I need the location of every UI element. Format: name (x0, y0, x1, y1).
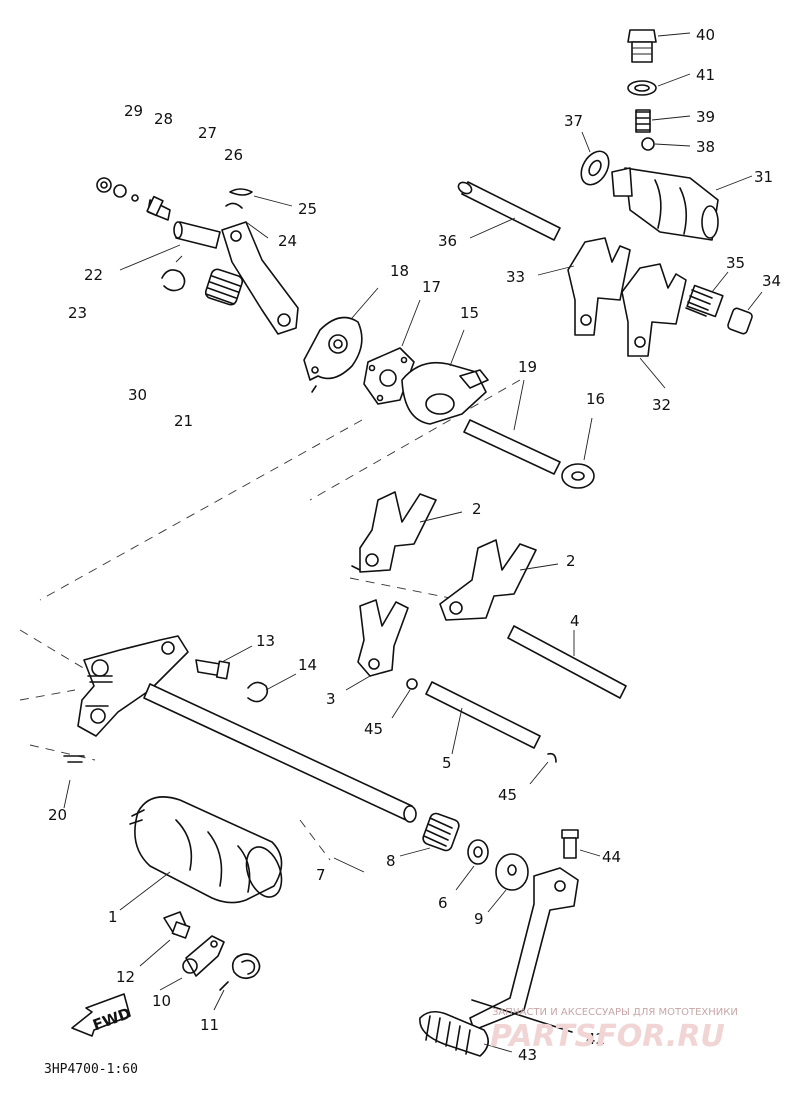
callout-17: 17 (422, 278, 441, 296)
callout-6: 6 (438, 894, 448, 912)
callout-34: 34 (762, 272, 781, 290)
callout-28: 28 (154, 110, 173, 128)
part-10-stopper-lever (159, 935, 225, 991)
part-11-spring (213, 953, 261, 1011)
part-34-cap (727, 291, 763, 335)
callout-23: 23 (68, 304, 87, 322)
part-42-change-pedal (469, 867, 579, 1033)
callout-39: 39 (696, 108, 715, 126)
callout-22: 22 (84, 266, 103, 284)
part-2-shift-fork-lower (439, 539, 559, 621)
part-45-circlip-upper (391, 678, 418, 719)
callout-9: 9 (474, 910, 484, 928)
part-25-spring-clip (229, 188, 293, 207)
part-37-bearing (580, 131, 610, 186)
part-41-washer (627, 73, 691, 96)
callout-38: 38 (696, 138, 715, 156)
callout-18: 18 (390, 262, 409, 280)
callout-11: 11 (200, 1016, 219, 1034)
callout-43: 43 (518, 1046, 537, 1064)
callout-2-lower: 2 (566, 552, 576, 570)
callout-33: 33 (506, 268, 525, 286)
part-39-spring (635, 109, 691, 133)
callout-30: 30 (128, 386, 147, 404)
part-16-washer (561, 417, 595, 489)
part-20-shift-shaft-lever (63, 635, 189, 809)
part-17-segment-plate (363, 299, 421, 405)
part-12-bolt (139, 911, 191, 967)
part-4-fork-guide-bar (507, 625, 627, 699)
part-19-fork-guide-bar (463, 379, 561, 475)
part-5-fork-guide-bar (425, 681, 541, 755)
part-45-circlip-lower (529, 752, 557, 785)
callout-45-lower: 45 (498, 786, 517, 804)
part-14-circlip (247, 673, 297, 703)
callout-1: 1 (108, 908, 118, 926)
part-43-pedal-rubber (419, 1010, 513, 1057)
callout-13: 13 (256, 632, 275, 650)
callout-15: 15 (460, 304, 479, 322)
parts-26-29-small-hardware (96, 177, 171, 221)
callout-2-upper: 2 (472, 500, 482, 518)
callout-44: 44 (602, 848, 621, 866)
callout-27: 27 (198, 124, 217, 142)
part-23-clip (161, 255, 186, 292)
callout-4: 4 (570, 612, 580, 630)
part-1-shift-cam-drum (119, 796, 283, 911)
callout-26: 26 (224, 146, 243, 164)
part-8-spring (399, 812, 460, 857)
part-15-cam-drum-end (401, 329, 489, 425)
callout-19: 19 (518, 358, 537, 376)
part-31-shift-cam-segment (611, 167, 753, 241)
drawing-code: 3HP4700-1:60 (44, 1062, 138, 1077)
watermark: ЗАПЧАСТИ И АКСЕССУАРЫ ДЛЯ МОТОТЕХНИКИ PA… (490, 1007, 738, 1054)
callout-31: 31 (754, 168, 773, 186)
part-44-bolt (561, 829, 601, 859)
watermark-brand: PARTSFOR.RU (490, 1019, 725, 1054)
callout-labels: 40 41 39 38 37 31 29 28 27 26 25 24 36 2… (48, 26, 781, 1064)
part-13-bolt (195, 645, 253, 680)
part-22-collar (119, 221, 221, 271)
callout-40: 40 (696, 26, 715, 44)
callout-16: 16 (586, 390, 605, 408)
callout-42: 42 (586, 1030, 605, 1048)
part-9-boot (487, 853, 529, 913)
callout-45-upper: 45 (364, 720, 383, 738)
part-6-washer (455, 839, 489, 891)
callout-5: 5 (442, 754, 452, 772)
callout-37: 37 (564, 112, 583, 130)
callout-10: 10 (152, 992, 171, 1010)
reference-lines (19, 379, 521, 861)
callout-21: 21 (174, 412, 193, 430)
part-24-shift-arm (221, 202, 299, 335)
callout-7: 7 (316, 866, 326, 884)
callout-36: 36 (438, 232, 457, 250)
callout-29: 29 (124, 102, 143, 120)
part-3-shift-fork (345, 599, 409, 691)
part-36-fork-shaft (457, 181, 561, 241)
part-33-shift-fork (537, 237, 631, 336)
callout-8: 8 (386, 852, 396, 870)
watermark-caption: ЗАПЧАСТИ И АКСЕССУАРЫ ДЛЯ МОТОТЕХНИКИ (492, 1007, 738, 1018)
part-38-ball (641, 137, 691, 151)
part-18-stopper-plate (303, 287, 379, 393)
part-35-spring (685, 271, 729, 318)
part-7-shift-shaft (143, 683, 417, 873)
callout-14: 14 (298, 656, 317, 674)
part-spring-coil-left (204, 268, 244, 306)
part-40-bolt (627, 29, 691, 63)
part-32-shift-fork (621, 263, 687, 389)
callout-25: 25 (298, 200, 317, 218)
callout-3: 3 (326, 690, 336, 708)
fwd-direction-arrow: FWD (71, 993, 133, 1037)
callout-24: 24 (278, 232, 297, 250)
callout-12: 12 (116, 968, 135, 986)
callout-32: 32 (652, 396, 671, 414)
callout-41: 41 (696, 66, 715, 84)
part-2-shift-fork-upper (351, 491, 463, 573)
callout-20: 20 (48, 806, 67, 824)
callout-35: 35 (726, 254, 745, 272)
